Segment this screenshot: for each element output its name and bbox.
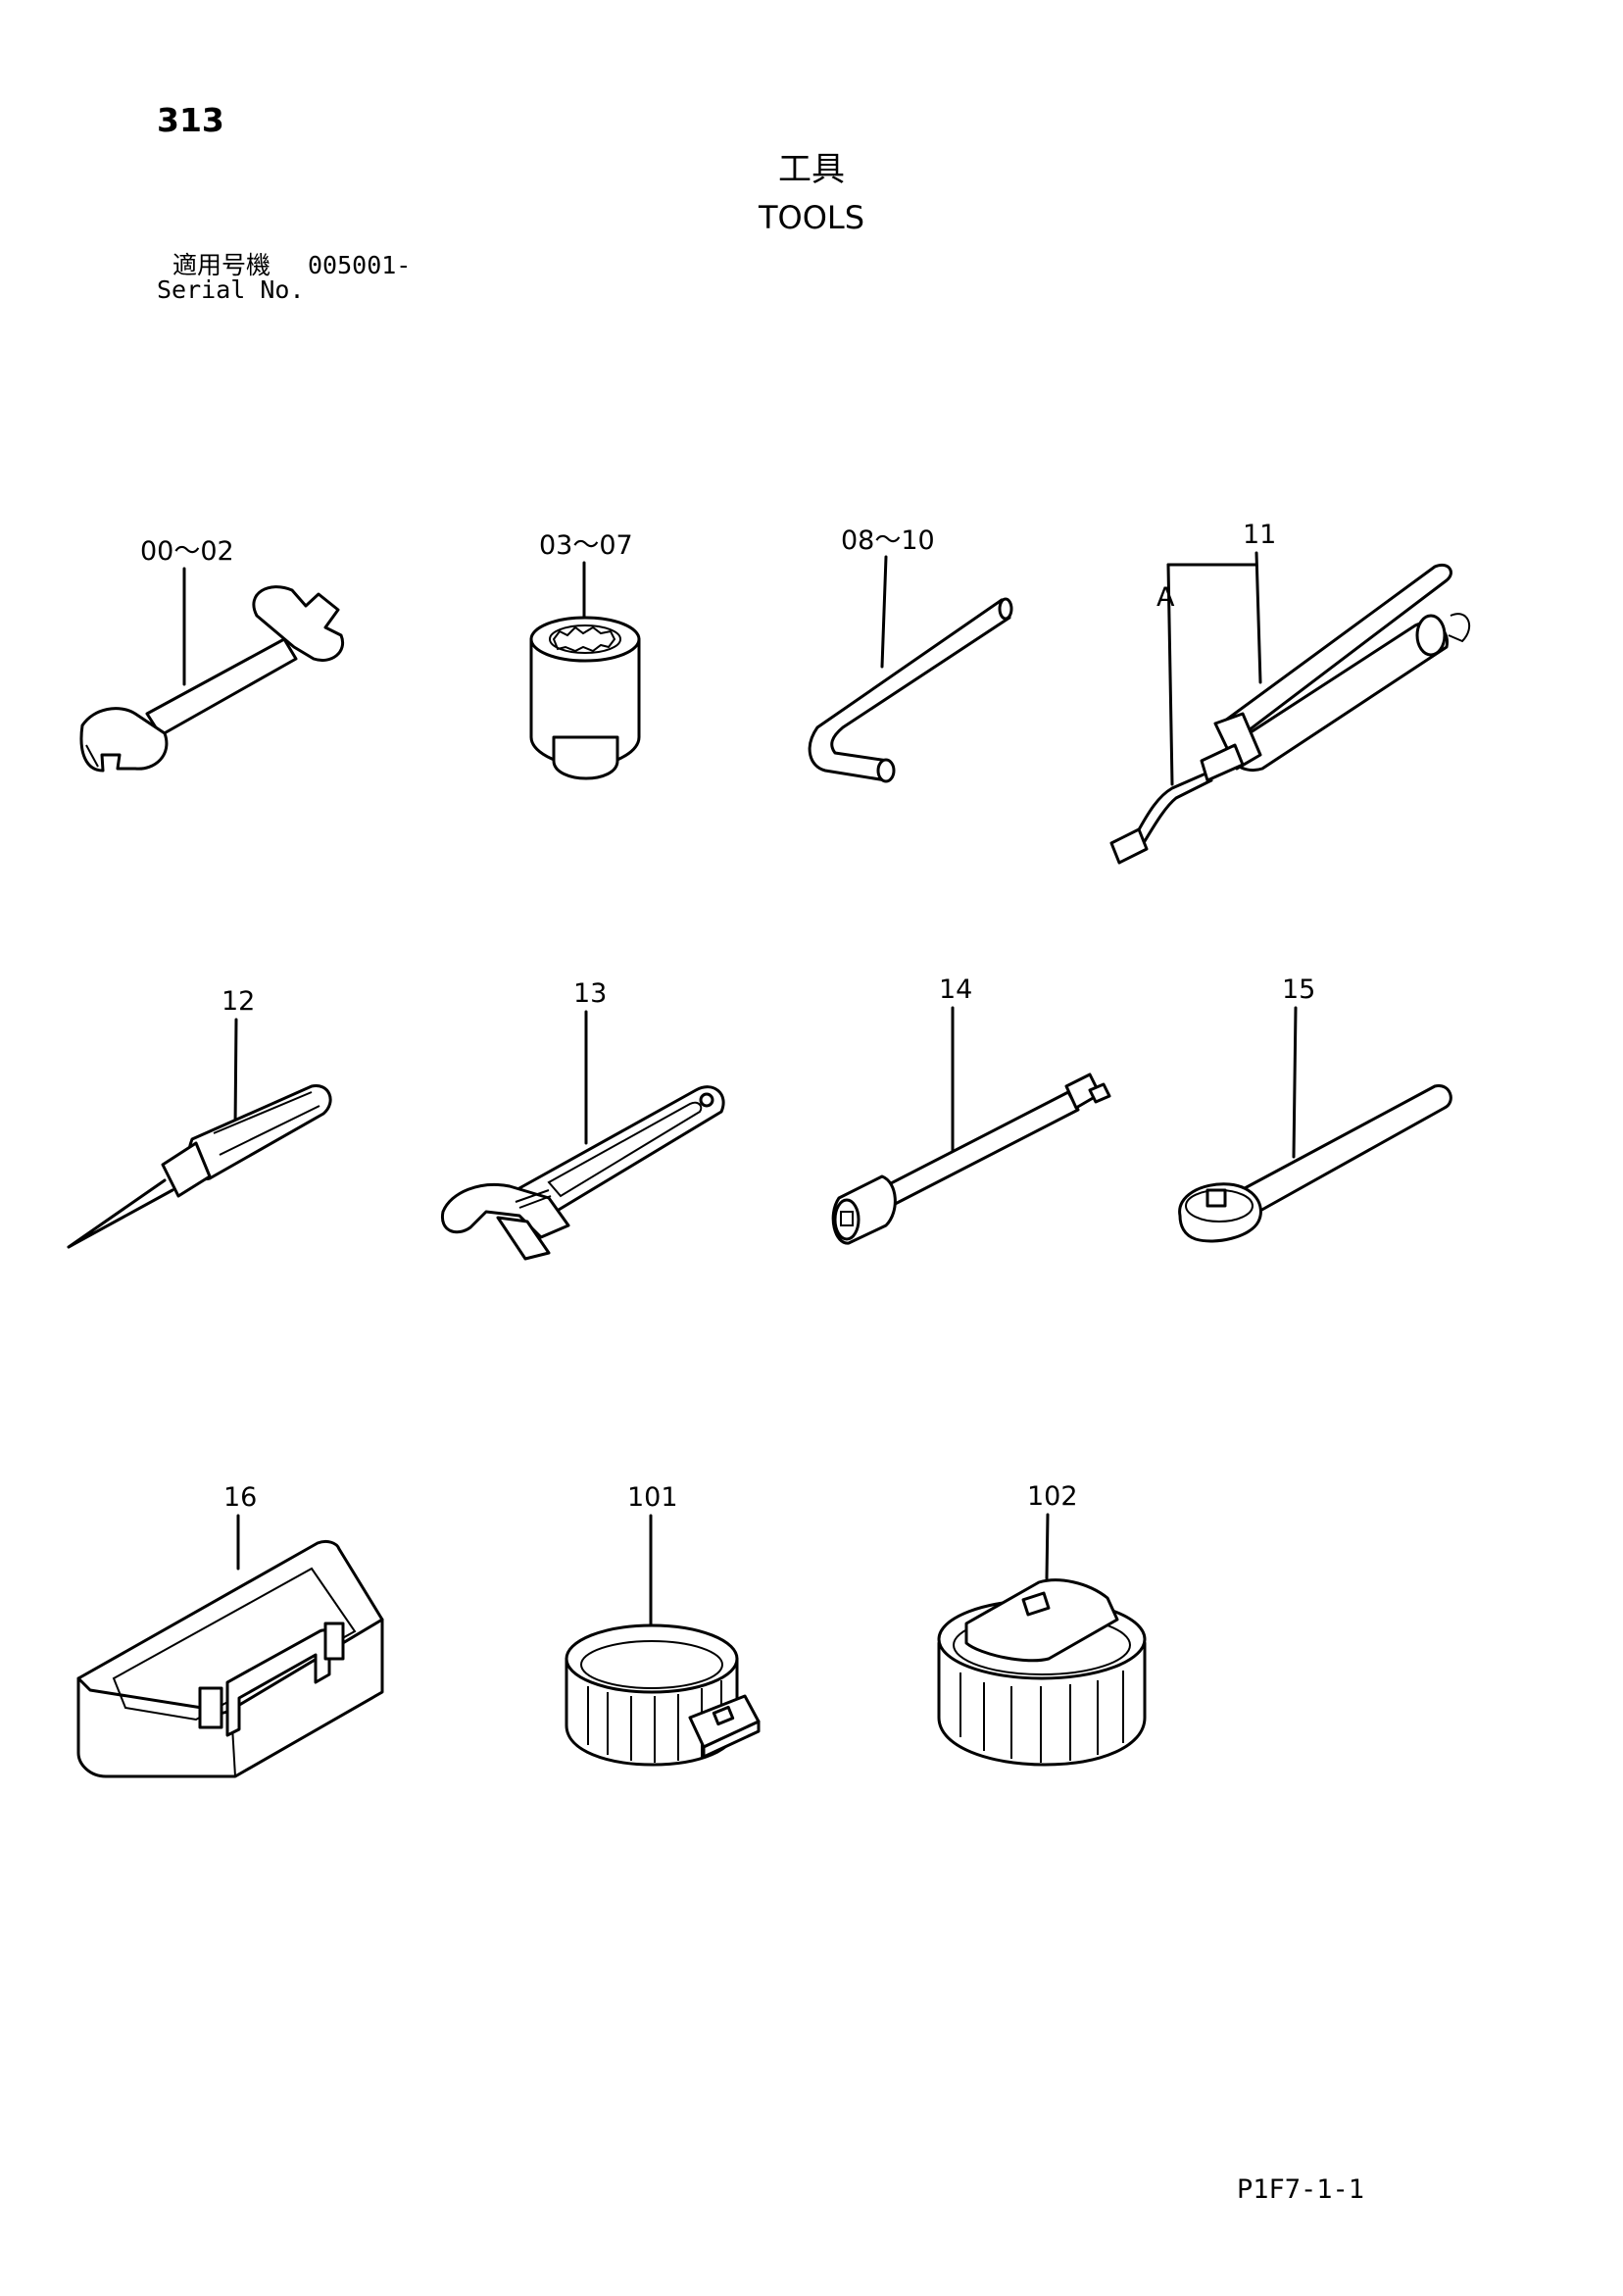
adjustable-wrench-13: 13	[440, 978, 725, 1261]
filter-wrench-102: 102	[937, 1481, 1147, 1767]
ratchet-handle-15: 15	[1178, 974, 1452, 1243]
serial-number-value: 005001-	[308, 251, 412, 279]
tool-box-16: 16	[76, 1482, 384, 1778]
title-japanese: 工具	[778, 150, 845, 189]
document-code: P1F7-1-1	[1237, 2174, 1365, 2205]
page-number: 313	[157, 101, 224, 139]
callout-A: A	[1156, 582, 1175, 613]
wrench-00-02: 00～02	[79, 536, 345, 773]
callout-102: 102	[1027, 1481, 1078, 1512]
callout-13: 13	[573, 978, 607, 1009]
filter-wrench-101: 101	[565, 1482, 761, 1767]
callout-12: 12	[221, 986, 255, 1017]
callout-00-02: 00～02	[140, 536, 234, 567]
callout-03-07: 03～07	[539, 530, 633, 561]
serial-label-japanese: 適用号機	[172, 251, 271, 279]
callout-16: 16	[223, 1482, 257, 1513]
title-english: TOOLS	[758, 199, 865, 236]
screwdriver-12: 12	[67, 986, 332, 1249]
grease-gun-11: 11 A	[1109, 520, 1471, 865]
hex-key-08-10: 08～10	[808, 525, 1013, 783]
callout-08-10: 08～10	[841, 525, 935, 556]
callout-11: 11	[1243, 520, 1276, 550]
callout-14: 14	[939, 974, 972, 1005]
socket-03-07: 03～07	[529, 530, 641, 780]
extension-bar-14: 14	[831, 974, 1111, 1245]
serial-label-english: Serial No.	[157, 275, 305, 304]
callout-101: 101	[627, 1482, 678, 1513]
callout-15: 15	[1282, 974, 1315, 1005]
